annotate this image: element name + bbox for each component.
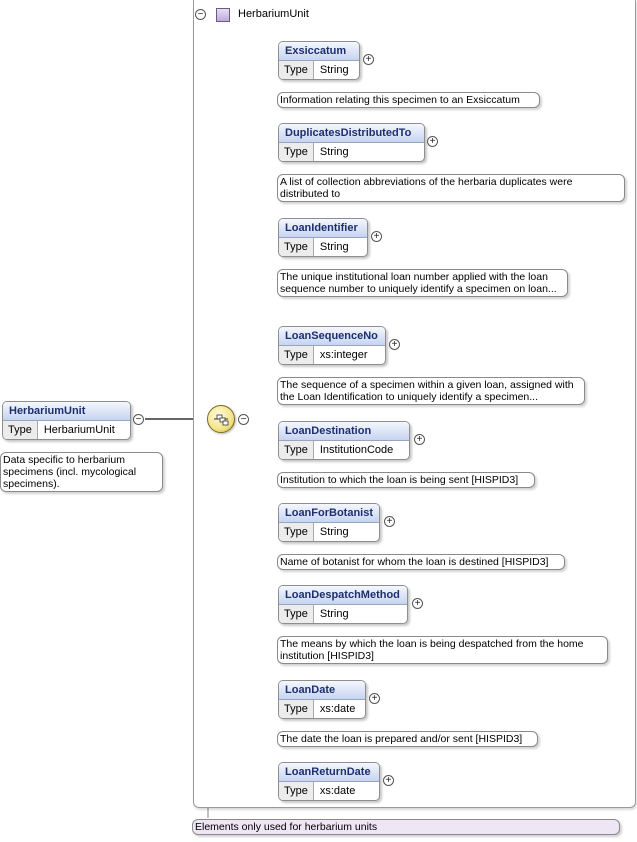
sequence-compositor-icon[interactable] [207, 405, 235, 433]
element-name: LoanReturnDate [279, 763, 379, 782]
element-exsiccatum[interactable]: Exsiccatum Type String [278, 41, 360, 80]
expand-loan-return-date-toggle[interactable]: + [383, 775, 394, 786]
element-note: The sequence of a specimen within a give… [277, 377, 585, 405]
element-loan-date[interactable]: LoanDate Type xs:date [278, 680, 366, 719]
type-key: Type [279, 523, 314, 541]
element-name: HerbariumUnit [3, 402, 130, 421]
element-type-row: Type String [279, 238, 367, 256]
group-title: HerbariumUnit [238, 8, 309, 20]
element-type-row: Type String [279, 61, 359, 79]
type-key: Type [279, 346, 314, 364]
element-type-row: Type xs:date [279, 782, 379, 800]
element-note: A list of collection abbreviations of th… [277, 174, 625, 202]
type-value: String [319, 526, 349, 538]
expand-loan-identifier-toggle[interactable]: + [371, 231, 382, 242]
type-value: xs:date [319, 703, 356, 715]
type-value: xs:date [319, 785, 356, 797]
element-type-row: Type String [279, 605, 407, 623]
element-name: LoanDate [279, 681, 365, 700]
type-value: HerbariumUnit [43, 424, 115, 436]
element-name: LoanForBotanist [279, 504, 379, 523]
type-key: Type [279, 782, 314, 800]
element-note: Institution to which the loan is being s… [277, 472, 535, 488]
collapse-sequence-toggle[interactable]: − [238, 414, 249, 425]
type-key: Type [279, 238, 314, 256]
type-value: String [319, 608, 349, 620]
type-value: String [319, 64, 349, 76]
element-name: LoanDestination [279, 422, 409, 441]
expand-loan-destination-toggle[interactable]: + [414, 434, 425, 445]
element-duplicates-distributed-to[interactable]: DuplicatesDistributedTo Type String [278, 123, 425, 162]
type-key: Type [279, 441, 314, 459]
element-loan-despatch-method[interactable]: LoanDespatchMethod Type String [278, 585, 408, 624]
element-note: The unique institutional loan number app… [277, 269, 568, 297]
type-key: Type [279, 61, 314, 79]
element-loan-return-date[interactable]: LoanReturnDate Type xs:date [278, 762, 380, 801]
expand-duplicates-distributed-to-toggle[interactable]: + [427, 136, 438, 147]
element-type-row: Type xs:date [279, 700, 365, 718]
element-type-row: Type HerbariumUnit [3, 421, 130, 439]
element-name: Exsiccatum [279, 42, 359, 61]
type-value: String [319, 241, 349, 253]
type-value: xs:integer [319, 349, 368, 361]
type-key: Type [279, 700, 314, 718]
element-type-row: Type InstitutionCode [279, 441, 409, 459]
element-name: LoanIdentifier [279, 219, 367, 238]
element-loan-for-botanist[interactable]: LoanForBotanist Type String [278, 503, 380, 542]
expand-loan-date-toggle[interactable]: + [369, 693, 380, 704]
element-note: The means by which the loan is being des… [277, 636, 608, 664]
element-note: Name of botanist for whom the loan is de… [277, 554, 565, 570]
element-name: DuplicatesDistributedTo [279, 124, 424, 143]
expand-loan-sequence-no-toggle[interactable]: + [389, 339, 400, 350]
collapse-root-toggle[interactable]: − [133, 414, 144, 425]
element-loan-destination[interactable]: LoanDestination Type InstitutionCode [278, 421, 410, 460]
element-loan-sequence-no[interactable]: LoanSequenceNo Type xs:integer [278, 326, 386, 365]
element-type-row: Type String [279, 143, 424, 161]
expand-loan-for-botanist-toggle[interactable]: + [384, 516, 395, 527]
element-note: Information relating this specimen to an… [277, 92, 540, 108]
group-header: − [193, 0, 634, 28]
root-note: Data specific to herbarium specimens (in… [0, 452, 163, 492]
element-name: LoanSequenceNo [279, 327, 385, 346]
element-loan-identifier[interactable]: LoanIdentifier Type String [278, 218, 368, 257]
root-element-herbarium-unit[interactable]: HerbariumUnit Type HerbariumUnit [2, 401, 131, 440]
complex-type-icon [216, 8, 230, 22]
expand-loan-despatch-method-toggle[interactable]: + [412, 598, 423, 609]
type-key: Type [279, 605, 314, 623]
type-key: Type [3, 421, 38, 439]
element-type-row: Type xs:integer [279, 346, 385, 364]
element-note: The date the loan is prepared and/or sen… [277, 731, 538, 747]
element-type-row: Type String [279, 523, 379, 541]
type-value: InstitutionCode [319, 444, 394, 456]
expand-exsiccatum-toggle[interactable]: + [363, 54, 374, 65]
collapse-group-toggle[interactable]: − [195, 9, 206, 20]
group-note: Elements only used for herbarium units [192, 819, 620, 835]
type-key: Type [279, 143, 314, 161]
type-value: String [319, 146, 349, 158]
element-name: LoanDespatchMethod [279, 586, 407, 605]
